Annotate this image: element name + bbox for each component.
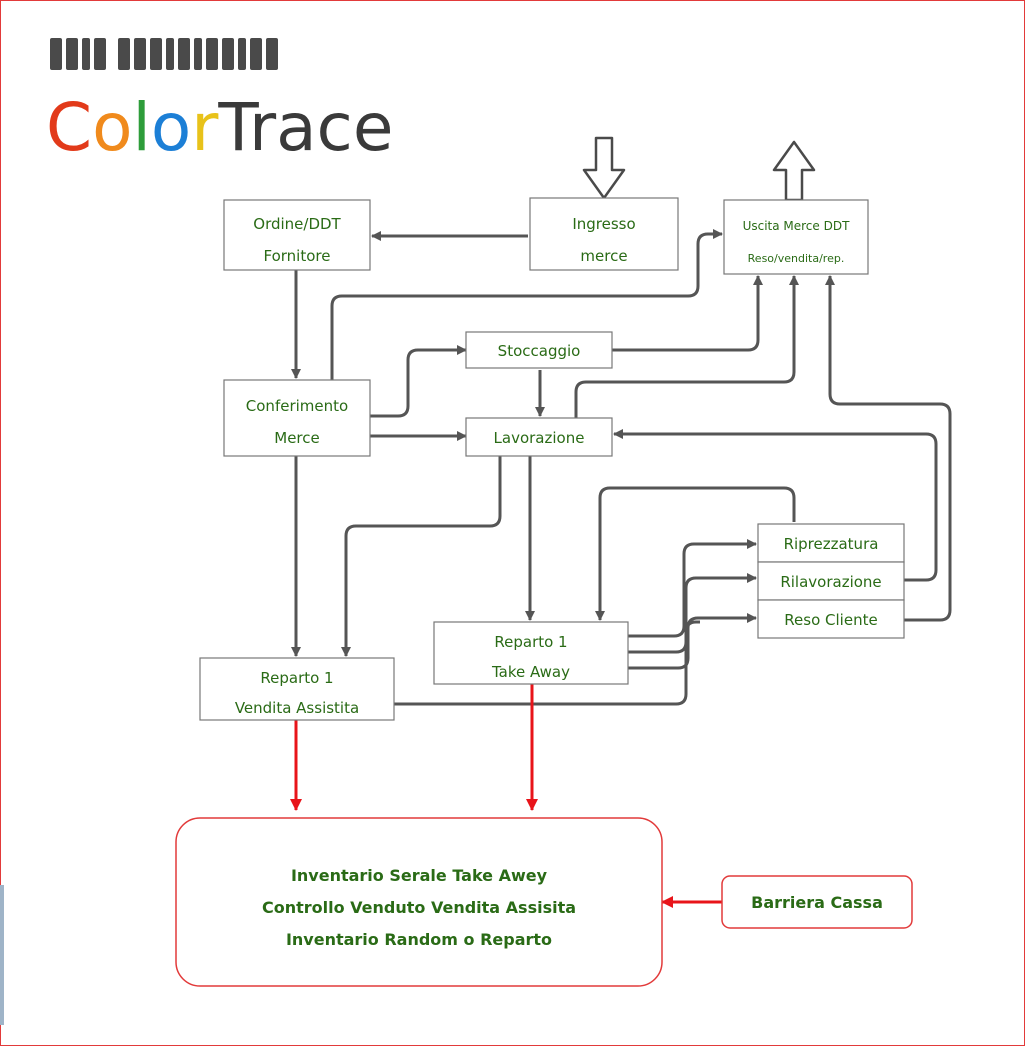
node-conferimento-merce: Conferimento Merce xyxy=(223,379,371,457)
left-edge-bar xyxy=(0,885,4,1025)
node-ingresso-line2: merce xyxy=(580,247,627,265)
logo-wordmark: ColorTrace xyxy=(46,89,393,166)
node-inventario-line2: Controllo Venduto Vendita Assisita xyxy=(262,898,576,917)
arrow-takeaway-to-resocliente xyxy=(628,613,757,670)
gray-connectors xyxy=(291,229,952,706)
node-inventario-line3: Inventario Random o Reparto xyxy=(286,930,552,949)
node-inventario-line1: Inventario Serale Take Awey xyxy=(291,866,548,885)
node-barriera-cassa: Barriera Cassa xyxy=(721,875,913,929)
node-stoccaggio-label: Stoccaggio xyxy=(498,342,581,360)
arrow-vendita-to-resocliente xyxy=(394,620,700,706)
barcode-mark xyxy=(50,38,278,70)
node-riprezzatura-label: Riprezzatura xyxy=(784,535,879,553)
node-ingresso-merce: Ingresso merce xyxy=(529,197,679,271)
node-barriera-label: Barriera Cassa xyxy=(751,893,883,912)
logo-letter-r: r xyxy=(191,89,219,166)
red-connectors xyxy=(290,684,722,908)
node-vendita-line2: Vendita Assistita xyxy=(235,699,359,717)
logo-letter-o2: o xyxy=(151,89,191,166)
node-takeaway-line1: Reparto 1 xyxy=(494,633,567,651)
incoming-goods-arrow-icon xyxy=(582,136,626,200)
node-riprezzatura: Riprezzatura xyxy=(757,523,905,563)
node-uscita-line2: Reso/vendita/rep. xyxy=(748,252,845,265)
node-ingresso-line1: Ingresso xyxy=(572,215,635,233)
arrow-stoccaggio-to-uscita xyxy=(612,275,763,352)
node-lavorazione: Lavorazione xyxy=(465,417,613,457)
colortrace-logo: ColorTrace xyxy=(46,38,393,166)
logo-trace: Trace xyxy=(217,89,393,166)
node-rilavorazione-label: Rilavorazione xyxy=(780,573,881,591)
node-ordine-line1: Ordine/DDT xyxy=(253,215,341,233)
logo-letter-c: C xyxy=(46,89,92,166)
node-ordine-line2: Fornitore xyxy=(264,247,331,265)
arrow-resocliente-to-uscita xyxy=(825,275,952,622)
node-takeaway-line2: Take Away xyxy=(491,663,570,681)
node-vendita-line1: Reparto 1 xyxy=(260,669,333,687)
logo-letter-l: l xyxy=(132,89,150,166)
arrow-rilavorazione-to-lavorazione xyxy=(613,429,938,582)
arrow-riprezzatura-to-takeaway xyxy=(595,486,796,621)
node-reso-cliente: Reso Cliente xyxy=(757,599,905,639)
node-uscita-line1: Uscita Merce DDT xyxy=(743,219,851,233)
node-inventario: Inventario Serale Take Awey Controllo Ve… xyxy=(175,817,663,987)
arrow-takeaway-to-riprezzatura xyxy=(628,539,757,638)
node-ordine-ddt: Ordine/DDT Fornitore xyxy=(223,199,371,271)
node-lavorazione-label: Lavorazione xyxy=(494,429,585,447)
outgoing-goods-arrow-icon xyxy=(772,140,816,202)
node-reparto-vendita-assistita: Reparto 1 Vendita Assistita xyxy=(199,657,395,721)
arrow-lavorazione-to-uscita xyxy=(574,275,799,418)
arrow-lavorazione-to-vendita xyxy=(341,456,502,657)
node-conferimento-line2: Merce xyxy=(274,429,319,447)
node-stoccaggio: Stoccaggio xyxy=(465,331,613,369)
arrow-takeaway-to-rilavorazione xyxy=(628,573,757,654)
node-reso-cliente-label: Reso Cliente xyxy=(784,611,877,629)
node-rilavorazione: Rilavorazione xyxy=(757,561,905,601)
node-uscita-merce: Uscita Merce DDT Reso/vendita/rep. xyxy=(723,199,869,275)
node-conferimento-line1: Conferimento xyxy=(246,397,348,415)
logo-letter-o1: o xyxy=(92,89,132,166)
arrow-conferimento-to-uscita xyxy=(330,229,723,380)
node-reparto-take-away: Reparto 1 Take Away xyxy=(433,621,629,685)
arrow-conferimento-to-stoccaggio xyxy=(370,345,467,418)
